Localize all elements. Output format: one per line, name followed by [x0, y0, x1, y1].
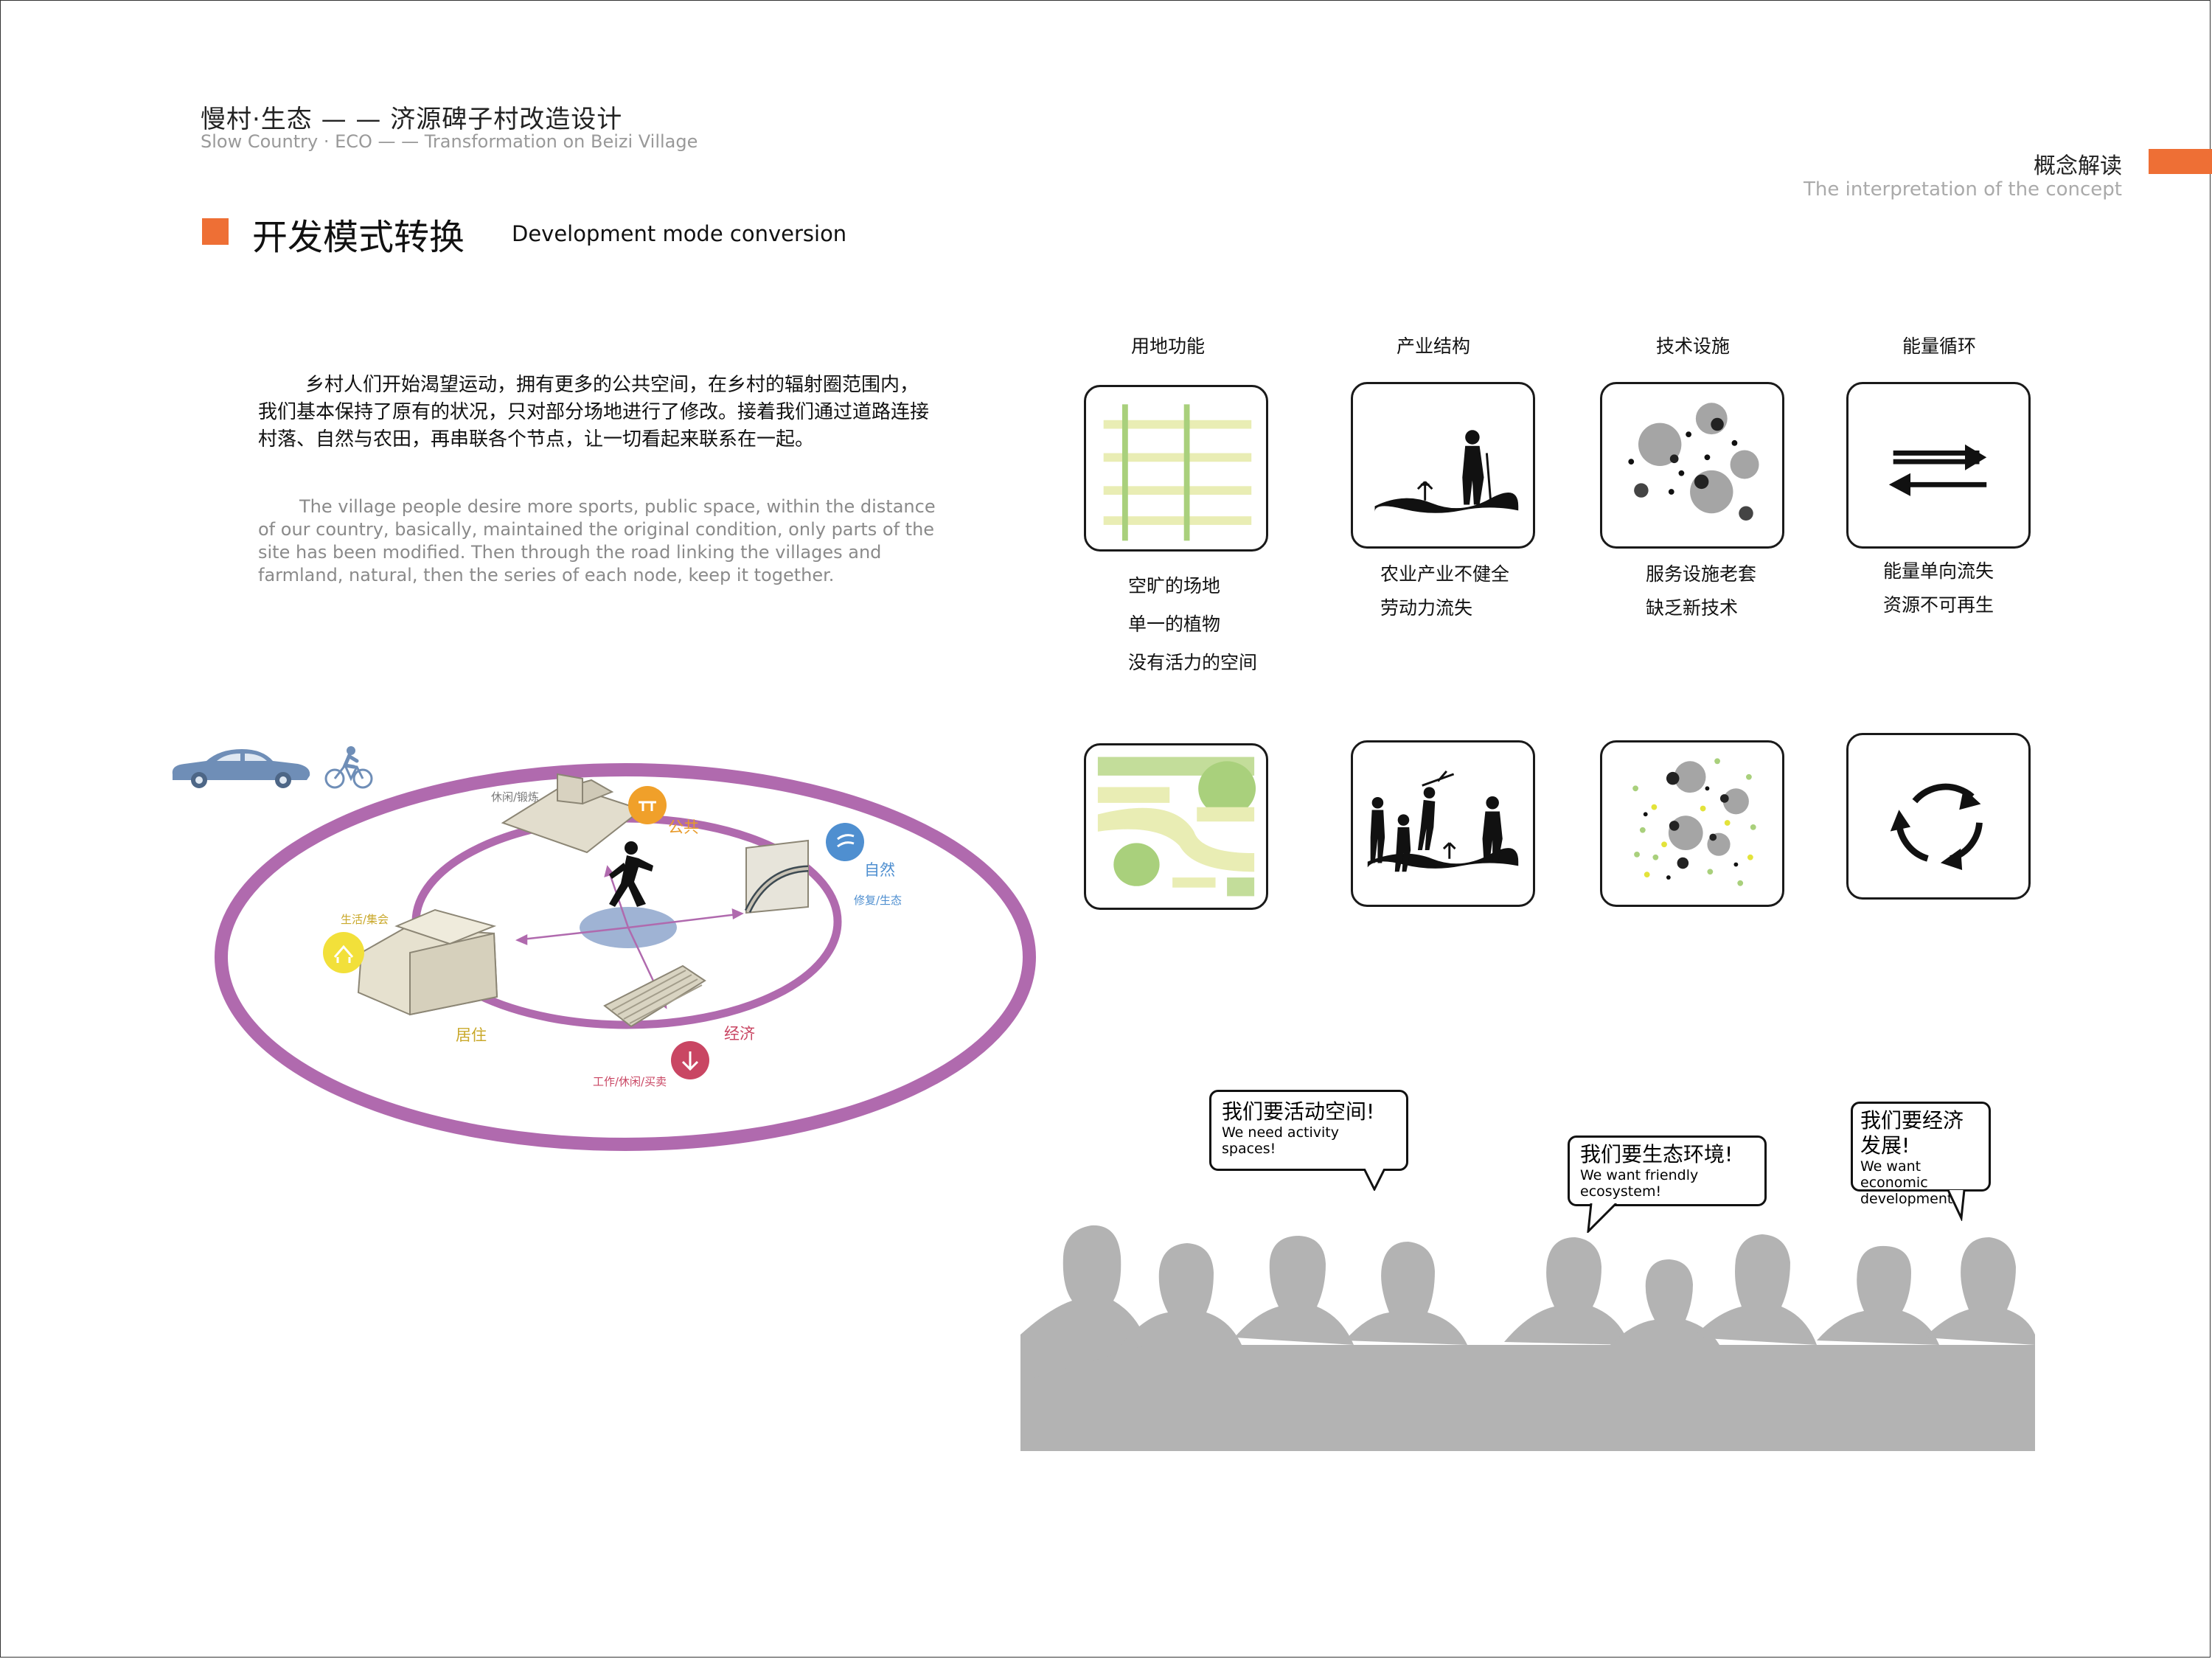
bubble-cn: 我们要生态环境!: [1580, 1142, 1733, 1166]
side-title-en: The interpretation of the concept: [1804, 178, 2122, 201]
section-title-en: Development mode conversion: [512, 221, 847, 246]
bubble-en: We want friendly ecosystem!: [1580, 1167, 1699, 1200]
problems-energy: 能量单向流失 资源不可再生: [1883, 554, 1994, 622]
bubble-cn-line1: 我们要经济: [1860, 1108, 1964, 1133]
speech-bubble-economy: 我们要经济 发展! We want economic development!: [1851, 1102, 1991, 1207]
mixed-landuse-icon: [1097, 757, 1256, 897]
column-label-industry: 产业结构: [1396, 335, 1470, 357]
bubble-en: We need activity spaces!: [1222, 1124, 1339, 1157]
problem-item: 缺乏新技术: [1646, 597, 1739, 619]
problem-item: 空旷的场地: [1128, 575, 1221, 597]
column-label-land: 用地功能: [1130, 335, 1205, 357]
facility-dots-icon: [1628, 403, 1759, 521]
intro-text-cn: 乡村人们开始渴望运动，拥有更多的公共空间，在乡村的辐射圈范围内，我们基本保持了原…: [258, 374, 930, 451]
bubble-en-line1: We want economic: [1860, 1158, 1928, 1191]
card-land-before: [1084, 385, 1268, 552]
card-tech-before: [1600, 382, 1784, 549]
header-title-cn: 慢村·生态 — — 济源碑子村改造设计: [201, 105, 623, 134]
problems-tech: 服务设施老套 缺乏新技术: [1646, 557, 1756, 625]
car-icon: [172, 749, 310, 788]
cyclist-icon: [324, 746, 373, 789]
column-label-energy: 能量循环: [1902, 335, 1976, 357]
bubble-cn-line2: 发展!: [1860, 1133, 1910, 1158]
economy-block: [603, 964, 709, 1079]
nature-sub-label: 修复/生态: [854, 894, 902, 907]
bubble-tail: [1947, 1189, 1966, 1221]
outer-ring: [215, 763, 1036, 1151]
farmer-icon: [1374, 430, 1519, 513]
nature-block: [744, 823, 864, 914]
living-sub-label: 生活/集会: [341, 913, 389, 926]
card-land-after: [1084, 743, 1268, 910]
problem-item: 能量单向流失: [1883, 560, 1994, 582]
problem-item: 劳动力流失: [1380, 597, 1473, 619]
bubble-tail: [1587, 1203, 1618, 1233]
side-title-cn: 概念解读: [2034, 153, 2122, 179]
side-tab-marker: [2149, 149, 2212, 174]
intro-text-en: The village people desire more sports, p…: [258, 496, 936, 585]
runner-icon: [609, 841, 653, 907]
development-ring-diagram: [215, 763, 1036, 1151]
card-industry-after: [1351, 740, 1535, 907]
nature-label: 自然: [864, 861, 895, 879]
bubble-tail: [1363, 1169, 1386, 1191]
public-label: 公共: [668, 818, 699, 836]
grid-field-icon: [1103, 404, 1252, 541]
economy-label: 经济: [724, 1025, 755, 1043]
oneway-arrows-icon: [1888, 444, 1987, 496]
card-tech-after: [1600, 740, 1784, 907]
green-facility-dots-icon: [1632, 758, 1756, 886]
problems-land: 空旷的场地 单一的植物 没有活力的空间: [1128, 569, 1257, 680]
problem-item: 资源不可再生: [1883, 594, 1994, 616]
column-label-tech: 技术设施: [1655, 335, 1730, 357]
cycle-arrows-icon: [1890, 783, 1983, 871]
section-title-cn: 开发模式转换: [252, 217, 465, 258]
living-block: [323, 908, 498, 1016]
header-title-en: Slow Country · ECO — — Transformation on…: [201, 131, 698, 152]
problem-item: 农业产业不健全: [1380, 563, 1510, 585]
living-label: 居住: [456, 1026, 487, 1044]
public-block: [501, 773, 667, 854]
card-energy-after: [1846, 733, 2031, 900]
speech-bubble-activity: 我们要活动空间! We need activity spaces!: [1209, 1090, 1408, 1171]
problems-industry: 农业产业不健全 劳动力流失: [1380, 557, 1509, 625]
crowd-silhouette: [1020, 1225, 2035, 1451]
economy-sub-label: 工作/休闲/买卖: [593, 1075, 667, 1088]
section-marker: [202, 218, 229, 245]
problem-item: 服务设施老套: [1646, 563, 1757, 585]
problem-item: 没有活力的空间: [1128, 652, 1258, 673]
bubble-cn: 我们要活动空间!: [1222, 1099, 1375, 1124]
card-energy-before: [1846, 382, 2031, 549]
public-sub-label: 休闲/锻炼: [491, 790, 540, 804]
card-industry-before: [1351, 382, 1535, 549]
problem-item: 单一的植物: [1128, 613, 1221, 635]
farmers-group-icon: [1367, 770, 1519, 872]
bubble-en-line2: development!: [1860, 1191, 1958, 1207]
speech-bubble-ecosystem: 我们要生态环境! We want friendly ecosystem!: [1568, 1135, 1767, 1206]
